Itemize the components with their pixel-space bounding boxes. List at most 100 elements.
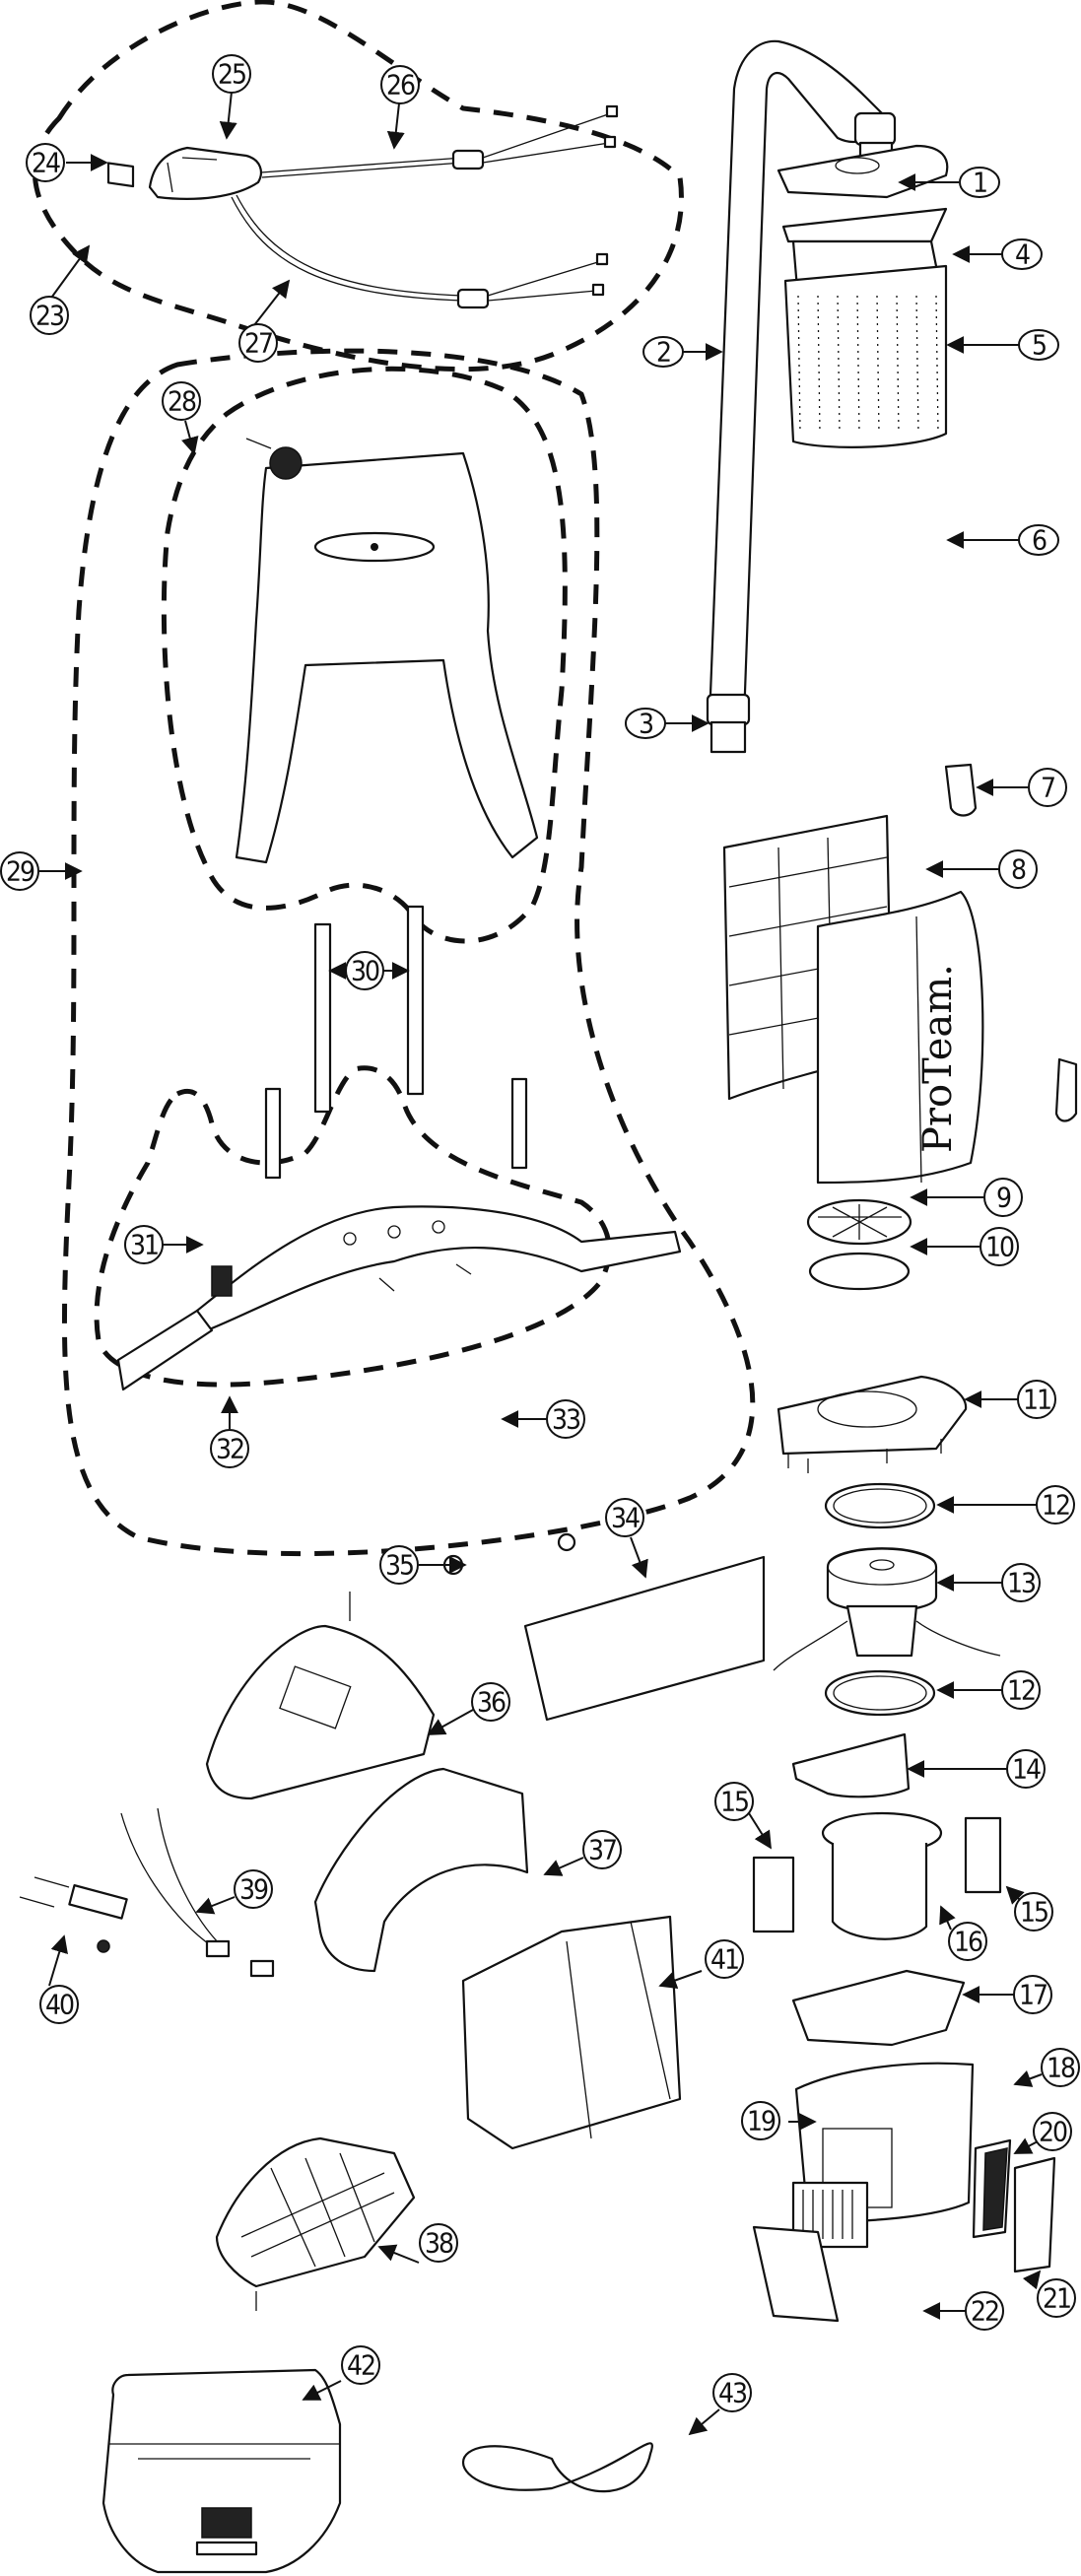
latch-right — [1054, 1057, 1078, 1122]
callout-15-left: 15 — [714, 1782, 754, 1821]
power-cord-43 — [462, 2442, 653, 2493]
group-outline-23 — [32, 0, 684, 373]
callout-19: 19 — [741, 2101, 780, 2140]
svg-text:25: 25 — [218, 58, 245, 91]
callout-9: 9 — [983, 1178, 1023, 1217]
callout-10: 10 — [980, 1227, 1019, 1266]
svg-text:15: 15 — [720, 1786, 748, 1818]
svg-text:30: 30 — [351, 955, 379, 987]
belt-31 — [116, 1077, 682, 1391]
svg-text:40: 40 — [45, 1989, 74, 2021]
callout-7: 7 — [1028, 768, 1067, 807]
svg-text:1: 1 — [973, 167, 986, 199]
svg-text:42: 42 — [347, 2349, 374, 2382]
svg-text:22: 22 — [971, 2295, 998, 2328]
callout-41: 41 — [705, 1939, 744, 1979]
svg-text:34: 34 — [611, 1502, 640, 1534]
callout-24: 24 — [26, 143, 65, 182]
callout-32: 32 — [210, 1429, 249, 1468]
svg-text:6: 6 — [1032, 524, 1047, 557]
strap-30-left — [313, 922, 332, 1114]
harness-28 — [235, 438, 539, 864]
svg-text:31: 31 — [130, 1229, 158, 1261]
gasket-12-top — [824, 1482, 936, 1529]
callout-4: 4 — [1001, 238, 1043, 271]
svg-text:8: 8 — [1011, 853, 1026, 886]
strap-30-right — [406, 905, 425, 1096]
callout-23: 23 — [30, 296, 69, 335]
callout-28: 28 — [162, 381, 201, 421]
charger-42 — [101, 2368, 342, 2574]
svg-text:14: 14 — [1012, 1753, 1041, 1786]
svg-text:7: 7 — [1041, 772, 1054, 804]
callout-30: 30 — [345, 951, 384, 990]
svg-text:32: 32 — [216, 1433, 243, 1465]
panel-34 — [523, 1555, 766, 1722]
svg-text:16: 16 — [954, 1926, 982, 1958]
svg-text:28: 28 — [168, 385, 196, 418]
svg-text:23: 23 — [35, 300, 64, 332]
callout-29: 29 — [0, 851, 39, 891]
duct-14 — [791, 1732, 911, 1798]
callout-43: 43 — [712, 2373, 752, 2412]
callout-1: 1 — [959, 167, 1000, 199]
screw-33 — [378, 1263, 472, 1292]
callout-3: 3 — [625, 708, 666, 740]
svg-text:17: 17 — [1019, 1979, 1047, 2011]
svg-text:24: 24 — [32, 147, 60, 179]
svg-text:15: 15 — [1020, 1896, 1047, 1929]
callout-11: 11 — [1017, 1380, 1056, 1419]
group-outline-31 — [94, 1065, 612, 1388]
switch-housing-25 — [148, 146, 262, 200]
switch-40 — [19, 1876, 128, 1953]
filter-cover-21 — [1013, 2156, 1056, 2273]
callout-40: 40 — [39, 1985, 79, 2024]
callout-33: 33 — [546, 1399, 585, 1439]
leader-lines — [39, 91, 1043, 2436]
pan-36 — [205, 1592, 436, 1800]
svg-text:43: 43 — [718, 2377, 747, 2409]
svg-text:41: 41 — [710, 1943, 738, 1976]
svg-text:4: 4 — [1015, 238, 1030, 271]
callout-31: 31 — [124, 1225, 164, 1264]
svg-text:37: 37 — [588, 1834, 616, 1866]
svg-text:13: 13 — [1007, 1567, 1036, 1599]
svg-text:11: 11 — [1023, 1384, 1050, 1416]
battery-base-41 — [461, 1915, 682, 2150]
filter-disc-10 — [808, 1252, 911, 1291]
callout-17: 17 — [1013, 1975, 1052, 2014]
buckle-32 — [211, 1265, 233, 1297]
hose-cuff-3 — [706, 693, 751, 754]
callout-12-bottom: 12 — [1001, 1670, 1041, 1710]
callout-13: 13 — [1001, 1563, 1041, 1602]
svg-text:12: 12 — [1007, 1674, 1035, 1707]
callout-2: 2 — [642, 336, 684, 369]
callout-5: 5 — [1018, 329, 1059, 362]
svg-text:21: 21 — [1043, 2282, 1070, 2315]
proteam-logo: ProTeam. — [915, 964, 961, 1153]
callout-25: 25 — [212, 54, 251, 94]
motor-cover-11 — [777, 1375, 968, 1473]
callout-8: 8 — [998, 849, 1038, 889]
svg-text:19: 19 — [747, 2105, 776, 2137]
svg-text:29: 29 — [6, 855, 34, 888]
bracket-37 — [313, 1767, 529, 1973]
motor-13 — [773, 1547, 1001, 1671]
callout-35: 35 — [379, 1545, 419, 1585]
screen-9 — [806, 1198, 912, 1246]
svg-text:12: 12 — [1042, 1489, 1069, 1522]
callout-22: 22 — [965, 2291, 1004, 2331]
callout-27: 27 — [238, 323, 278, 363]
callout-42: 42 — [341, 2345, 380, 2385]
svg-text:36: 36 — [477, 1686, 506, 1719]
callout-6: 6 — [1018, 524, 1059, 557]
svg-text:38: 38 — [425, 2227, 453, 2260]
canister-16 — [821, 1811, 943, 1940]
housing-front-8: ProTeam. — [816, 890, 984, 1185]
group-outline-28 — [161, 366, 568, 944]
group-outline-29 — [62, 348, 756, 1557]
filter-20 — [972, 2138, 1012, 2239]
svg-text:10: 10 — [985, 1231, 1014, 1263]
plate-38 — [215, 2136, 416, 2311]
hose-2 — [708, 39, 889, 721]
